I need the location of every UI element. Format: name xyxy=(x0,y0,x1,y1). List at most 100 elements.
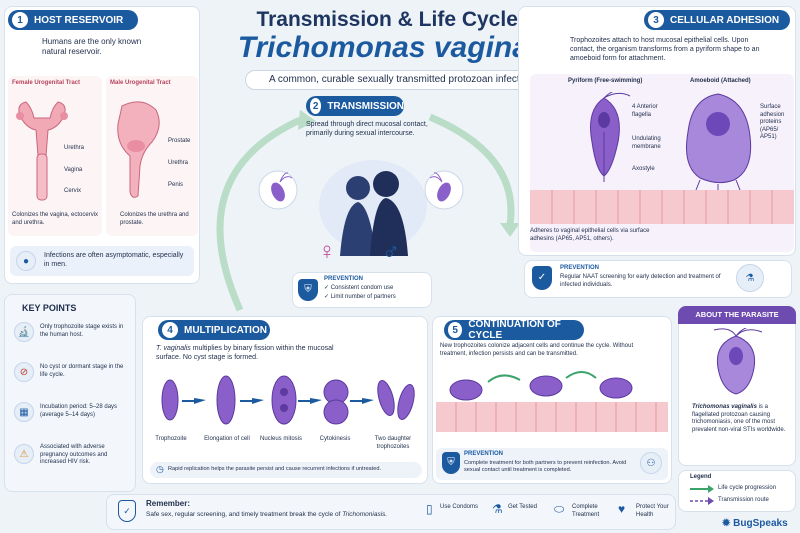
transmission-prevention-item-2: ✓ Limit number of partners xyxy=(324,294,396,300)
asymptomatic-note xyxy=(10,246,194,276)
remember-title: Remember: xyxy=(146,499,191,508)
heart-icon: ♥ xyxy=(618,502,626,516)
warning-icon: ⚠ xyxy=(14,444,34,464)
about-text: Trichomonas vaginalis is a flagellated p… xyxy=(692,404,786,433)
male-symbol-icon: ♂ xyxy=(382,238,400,265)
male-tract xyxy=(106,76,198,236)
continuation-prevention-bg xyxy=(436,448,668,480)
male-label-urethra: Urethra xyxy=(168,160,189,166)
transmission-text: Spread through direct mucosal contact, p… xyxy=(306,121,428,138)
binary-fission-illustration xyxy=(161,375,415,425)
adhesion-prevention-text: Regular NAAT screening for early detecti… xyxy=(560,274,721,288)
pyriform-parasite-illustration xyxy=(590,92,631,182)
action-use-condoms: Use Condoms xyxy=(440,504,479,510)
legend-item-1: Life cycle progression xyxy=(718,485,777,491)
shield-icon: ⛨ xyxy=(298,279,318,301)
pill-icon: ⬭ xyxy=(554,502,565,516)
person-icon: ● xyxy=(16,251,36,271)
continuation-prevention-title: PREVENTION xyxy=(464,451,504,457)
adheres-text: Adheres to vaginal epithelial cells via … xyxy=(530,228,650,242)
membrane-label: Undulating membrane xyxy=(632,136,661,150)
stage-cytokinesis: Cytokinesis xyxy=(319,436,351,442)
shield-check-icon-2: ✓ xyxy=(118,500,136,522)
stage-mitosis: Nucleus mitosis xyxy=(259,436,302,442)
title-line1: Transmission & Life Cycle of xyxy=(256,8,544,31)
female-label-cervix: Cervix xyxy=(64,188,82,194)
adhesion-text: Trophozoites attach to host mucosal epit… xyxy=(570,37,760,63)
legend-item-2: Transmission route xyxy=(718,497,769,503)
flagella-label: 4 Anterior flagella xyxy=(632,104,658,118)
shield-check-icon: ✓ xyxy=(532,266,552,290)
no-cyst-icon: ⊘ xyxy=(14,362,34,382)
female-label-vagina: Vagina xyxy=(64,167,83,173)
remember-panel xyxy=(106,494,676,530)
multiplication-note xyxy=(150,462,422,478)
legend-title: Legend xyxy=(690,474,712,480)
stage-trophozoite: Trophozoite xyxy=(155,436,187,442)
bug-icon: ✹ xyxy=(722,518,731,529)
continuation-text: New trophozoites colonize adjacent cells… xyxy=(440,343,634,357)
title-line2: Trichomonas vaginalis xyxy=(237,31,563,64)
adhesion-proteins-label: Surface adhesion proteins (AP65/ AP51) xyxy=(760,104,785,140)
key-point-1: Only trophozoite stage exists in the hum… xyxy=(40,324,124,338)
action-get-tested: Get Tested xyxy=(508,504,537,510)
couple-silhouette xyxy=(319,160,427,256)
key-points-heading: KEY POINTS xyxy=(22,303,77,313)
axostyle-label: Axostyle xyxy=(632,166,655,172)
parasite-right-icon xyxy=(424,170,464,210)
host-intro: Humans are the only known natural reserv… xyxy=(42,37,142,57)
action-protect-health: Protect Your Health xyxy=(636,504,669,518)
female-symbol-icon: ♀ xyxy=(318,238,336,265)
test-icon: ⚗ xyxy=(492,502,503,516)
parasite-left-icon xyxy=(258,170,298,210)
amoeboid-parasite-illustration xyxy=(686,93,752,190)
transmission-prevention-title: PREVENTION xyxy=(324,276,364,282)
title-subtitle: A common, curable sexually transmitted p… xyxy=(245,70,557,90)
male-caption: Colonizes the urethra and prostate. xyxy=(120,212,189,226)
legend-solid-arrow xyxy=(690,485,714,493)
remember-text: Safe sex, regular screening, and timely … xyxy=(146,511,388,518)
key-point-3: Incubation period: 5–28 days (average 5–… xyxy=(40,404,118,418)
legend-dashed-arrow xyxy=(690,497,714,505)
condom-icon: ▯ xyxy=(426,502,433,516)
male-anatomy-illustration xyxy=(117,101,160,198)
multiplication-text: T. vaginalis multiplies by binary fissio… xyxy=(156,345,334,362)
multiplication-note-text: Rapid replication helps the parasite per… xyxy=(168,466,381,472)
continuation-prevention-text: Complete treatment for both partners to … xyxy=(464,460,627,473)
adhesion-prevention-title: PREVENTION xyxy=(560,265,600,271)
female-label-urethra: Urethra xyxy=(64,145,85,151)
pyriform-label: Pyriform (Free-swimming) xyxy=(568,78,643,84)
shield-icon-2: ⛨ xyxy=(442,452,460,474)
calendar-icon: ▦ xyxy=(14,402,34,422)
epithelium-illustration-top xyxy=(530,190,794,224)
microscope-icon: 🔬 xyxy=(14,322,34,342)
male-label-prostate: Prostate xyxy=(168,138,191,144)
brand-logo: ✹ BugSpeaks xyxy=(722,518,788,529)
action-complete-treatment: Complete Treatment xyxy=(572,504,600,518)
male-tract-title: Male Urogenital Tract xyxy=(110,80,171,86)
stage-elongation: Elongation of cell xyxy=(204,436,250,442)
female-caption: Colonizes the vagina, ectocervix and ure… xyxy=(12,212,99,226)
amoeboid-label: Amoeboid (Attached) xyxy=(690,78,751,84)
male-label-penis: Penis xyxy=(168,182,184,188)
about-heading: ABOUT THE PARASITE xyxy=(678,306,796,324)
legend-panel xyxy=(678,470,796,512)
key-point-2: No cyst or dormant stage in the life cyc… xyxy=(40,364,124,378)
test-tube-icon: ⚗ xyxy=(736,264,764,292)
clock-icon: ◷ xyxy=(156,464,164,474)
page-title: Transmission & Life Cycle of Trichomonas… xyxy=(215,8,585,64)
key-point-4: Associated with adverse pregnancy outcom… xyxy=(40,444,108,465)
partners-icon: ⚇ xyxy=(640,452,662,474)
about-parasite-illustration xyxy=(713,328,763,395)
colonization-illustration xyxy=(436,371,668,432)
asymptomatic-text: Infections are often asymptomatic, espec… xyxy=(44,252,184,269)
transmission-prevention-item-1: ✓ Consistent condom use xyxy=(324,285,394,291)
stage-daughters: Two daughter trophozoites xyxy=(374,436,412,450)
female-tract-title: Female Urogenital Tract xyxy=(12,80,81,86)
female-anatomy-illustration xyxy=(16,101,68,201)
